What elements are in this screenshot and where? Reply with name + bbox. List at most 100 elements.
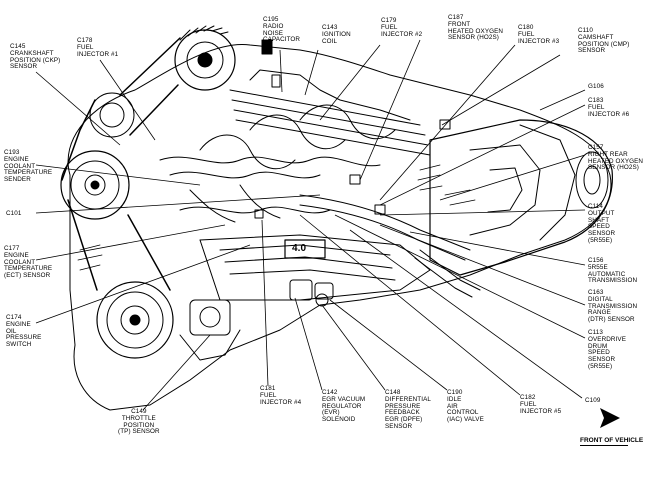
- label-c193-line5: SENDER: [4, 176, 31, 184]
- label-c149-line2: THROTTLE: [121, 414, 156, 422]
- label-c114-line6: (5R55E): [588, 236, 613, 244]
- label-c180-line2: FUEL: [518, 30, 535, 38]
- label-c114-line2: OUTPUT: [588, 209, 615, 217]
- label-c174-line3: OIL: [6, 327, 17, 335]
- label-c101: C101: [6, 210, 21, 218]
- label-c143-line2: IGNITION: [322, 30, 351, 38]
- label-c190-line1: C190: [447, 389, 463, 396]
- label-c190-line2: IDLE: [447, 395, 462, 403]
- label-c187-line2: FRONT: [448, 20, 471, 28]
- label-c190-line4: CONTROL: [447, 409, 479, 417]
- label-c177-line2: ENGINE: [4, 251, 29, 259]
- label-c195-line3: NOISE: [263, 29, 284, 37]
- label-c177-line5: (ECT) SENSOR: [4, 272, 51, 280]
- label-c110-line4: SENSOR: [578, 47, 606, 55]
- label-c114-line5: SENSOR: [588, 230, 616, 238]
- label-c114-line1: C114: [588, 203, 603, 210]
- label-c114-line4: SPEED: [588, 223, 610, 231]
- label-c113-line3: DRUM: [588, 342, 608, 350]
- label-c109: C109: [585, 397, 601, 405]
- label-c183-line3: INJECTOR #6: [588, 110, 630, 118]
- label-c163-line2: DIGITAL: [588, 295, 613, 303]
- label-c180-line3: INJECTOR #3: [518, 37, 560, 45]
- label-c178-line3: INJECTOR #1: [77, 50, 119, 58]
- label-c187-line3: HEATED OXYGEN: [448, 27, 504, 35]
- label-c163-line5: (DTR) SENSOR: [588, 316, 635, 324]
- label-c163-line1: C163: [588, 289, 604, 296]
- label-c179-line3: INJECTOR #2: [381, 30, 423, 38]
- label-c163-line4: RANGE: [588, 309, 611, 317]
- label-g106: G106: [588, 83, 604, 91]
- label-c177-line1: C177: [4, 245, 20, 252]
- label-c183-line1: C183: [588, 97, 604, 104]
- label-c142-line1: C142: [322, 389, 338, 396]
- label-c193-line1: C193: [4, 149, 20, 156]
- label-c156-line1: C156: [588, 257, 604, 264]
- label-c145-line1: C145: [10, 43, 26, 50]
- label-c182-line1: C182: [520, 394, 536, 401]
- label-c181-line2: FUEL: [260, 391, 277, 399]
- label-c156-line3: AUTOMATIC: [588, 270, 626, 278]
- label-c142-line3: REGULATOR: [322, 402, 362, 410]
- label-c143-line3: COIL: [322, 37, 338, 45]
- label-c110-line1: C110: [578, 27, 593, 34]
- label-c183-line2: FUEL: [588, 103, 605, 111]
- label-c193-line4: TEMPERATURE: [4, 169, 53, 177]
- label-c142-line4: (EVR): [322, 409, 340, 417]
- label-c179-line1: C179: [381, 17, 397, 24]
- label-c142-line5: SOLENOID: [322, 416, 356, 424]
- label-c195-line1: C195: [263, 16, 279, 23]
- label-c163-line3: TRANSMISSION: [588, 302, 638, 310]
- label-c156-line2: 5R55E: [588, 263, 608, 271]
- label-c180-line1: C180: [518, 24, 534, 31]
- label-c179-line2: FUEL: [381, 23, 398, 31]
- label-c177-line4: TEMPERATURE: [4, 265, 53, 273]
- label-c148-line3: PRESSURE: [385, 402, 421, 410]
- label-c177-line3: COOLANT: [4, 258, 36, 266]
- label-c174-line5: SWITCH: [6, 341, 32, 349]
- label-c157-line1: C157: [588, 144, 604, 151]
- label-c113-line2: OVERDRIVE: [588, 335, 626, 343]
- label-c145-line4: SENSOR: [10, 63, 38, 71]
- label-c193-line2: ENGINE: [4, 155, 29, 163]
- label-c190-line5: (IAC) VALVE: [447, 416, 484, 424]
- label-c182-line2: FUEL: [520, 400, 537, 408]
- label-g106-line1: G106: [588, 83, 604, 90]
- label-c109-line1: C109: [585, 397, 601, 404]
- label-c181-line3: INJECTOR #4: [260, 398, 302, 406]
- label-c187-line1: C187: [448, 14, 464, 21]
- label-c113-line1: C113: [588, 329, 603, 336]
- label-c174-line2: ENGINE: [6, 320, 31, 328]
- label-c193-line3: COOLANT: [4, 162, 36, 170]
- label-c156-line4: TRANSMISSION: [588, 277, 638, 285]
- label-c114-line3: SHAFT: [588, 216, 610, 224]
- label-c148-line2: DIFFERENTIAL: [385, 395, 431, 403]
- label-c148-line4: FEEDBACK: [385, 409, 420, 417]
- label-c149-line4: (TP) SENSOR: [118, 428, 160, 436]
- label-c113-line5: SENSOR: [588, 356, 616, 364]
- label-c113-line4: SPEED: [588, 349, 610, 357]
- label-c148-line6: SENSOR: [385, 422, 413, 430]
- label-c157-line3: HEATED OXYGEN: [588, 157, 644, 165]
- label-c157-line4: SENSOR (HO2S): [588, 164, 639, 172]
- label-c110-line2: CAMSHAFT: [578, 33, 614, 41]
